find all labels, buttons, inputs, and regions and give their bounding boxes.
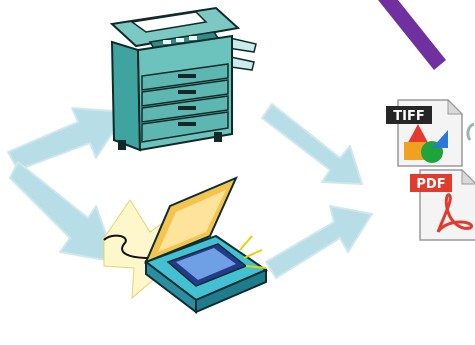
arrow-to-scanner <box>10 162 116 262</box>
tiff-file-icon: TIFF <box>386 100 462 166</box>
pdf-label: PDF <box>416 177 445 192</box>
edge-arc-glyph <box>468 124 474 140</box>
arrow-to-copier <box>8 108 126 170</box>
multifunction-copier-icon <box>112 8 256 150</box>
pdf-file-icon: PDF <box>410 170 475 240</box>
corner-accent-stripe <box>378 0 446 70</box>
arrow-from-copier <box>262 104 362 184</box>
arrow-from-scanner <box>266 206 372 278</box>
flatbed-scanner-icon <box>104 178 266 312</box>
tiff-label: TIFF <box>393 109 424 124</box>
